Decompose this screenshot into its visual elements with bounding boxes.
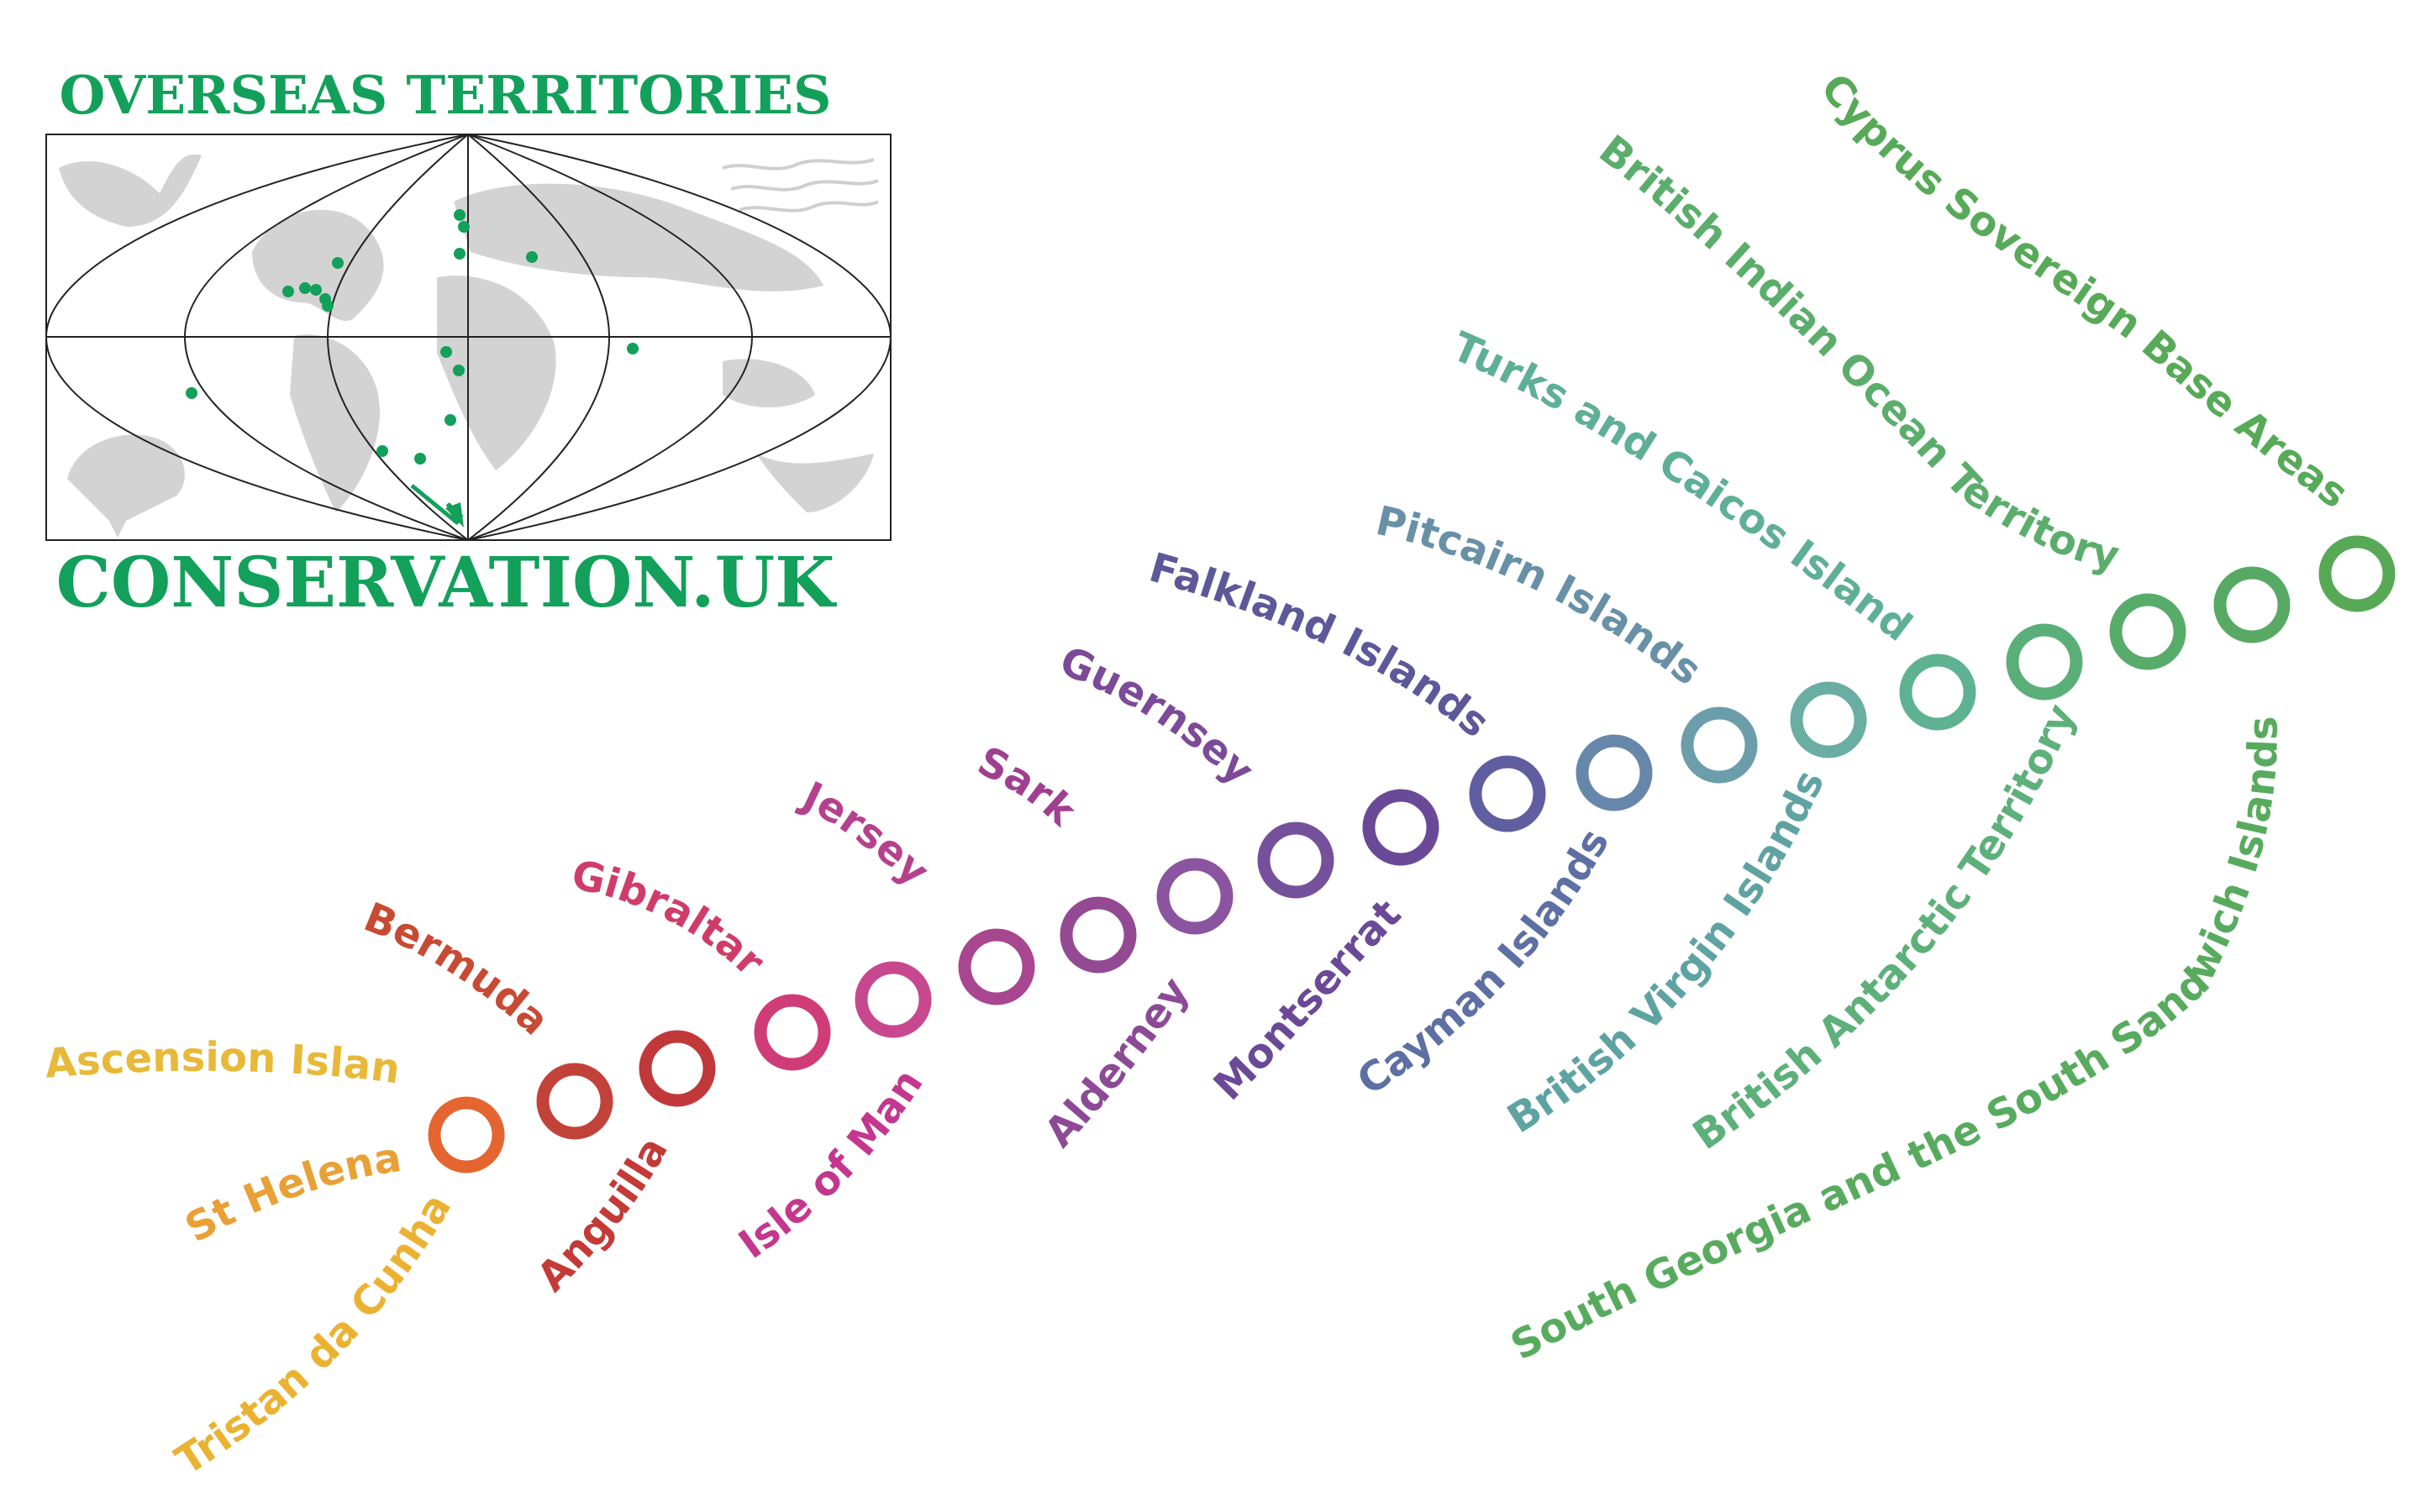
territory-ring: [1790, 681, 1867, 759]
territory-ring: [1060, 896, 1137, 974]
territory-ring: [428, 1096, 505, 1173]
territory-ring: [1469, 755, 1546, 832]
territory-label-anguilla: Anguilla: [529, 1129, 677, 1300]
territory-ring: [2318, 535, 2396, 612]
territory-ring: [958, 928, 1035, 1005]
arrowhead-icon: [445, 502, 464, 528]
logo-title-bottom: CONSERVATION.UK: [56, 543, 838, 623]
logo: OVERSEAS TERRITORIES CONSERVATION.UK: [45, 64, 892, 623]
territory-ring: [1681, 706, 1758, 784]
territory-dots: [186, 209, 639, 465]
territory-ring: [1156, 858, 1234, 935]
territory-ring: [1899, 654, 1976, 731]
territory-label-bermuda: Bermuda: [357, 894, 558, 1045]
territory-label-gibraltar: Gibraltar: [568, 851, 774, 985]
map-graticule: [45, 134, 892, 541]
territory-label-sark: Sark: [971, 738, 1086, 836]
territory-rings: [428, 535, 2396, 1173]
territory-label-alderney: Alderney: [1035, 969, 1198, 1156]
territory-ring: [639, 1030, 716, 1107]
territory-ring: [2109, 593, 2186, 670]
waves-decoration: [722, 158, 879, 213]
territory-ring: [1576, 734, 1653, 811]
territory-label-isle-of-man: Isle of Man: [730, 1061, 932, 1268]
territory-ring: [2213, 566, 2291, 643]
territory-label-british-indian-ocean-territory: British Indian Ocean Territory: [1591, 126, 2123, 580]
world-map: [45, 134, 892, 541]
territory-label-st-helena: St Helena: [177, 1134, 404, 1252]
territory-label-cyprus-sovereign-base-areas: Cyprus Sovereign Base Areas: [1811, 65, 2356, 517]
territory-ring: [1362, 789, 1439, 866]
territory-ring: [754, 994, 831, 1071]
territory-ring: [2006, 623, 2083, 701]
territory-label-guernsey: Guernsey: [1054, 638, 1263, 795]
territory-label-jersey: Jersey: [793, 772, 938, 895]
logo-title-top: OVERSEAS TERRITORIES: [59, 64, 831, 126]
territory-ring: [536, 1063, 613, 1140]
territory-ring: [855, 961, 932, 1038]
territory-ring: [1257, 822, 1334, 899]
